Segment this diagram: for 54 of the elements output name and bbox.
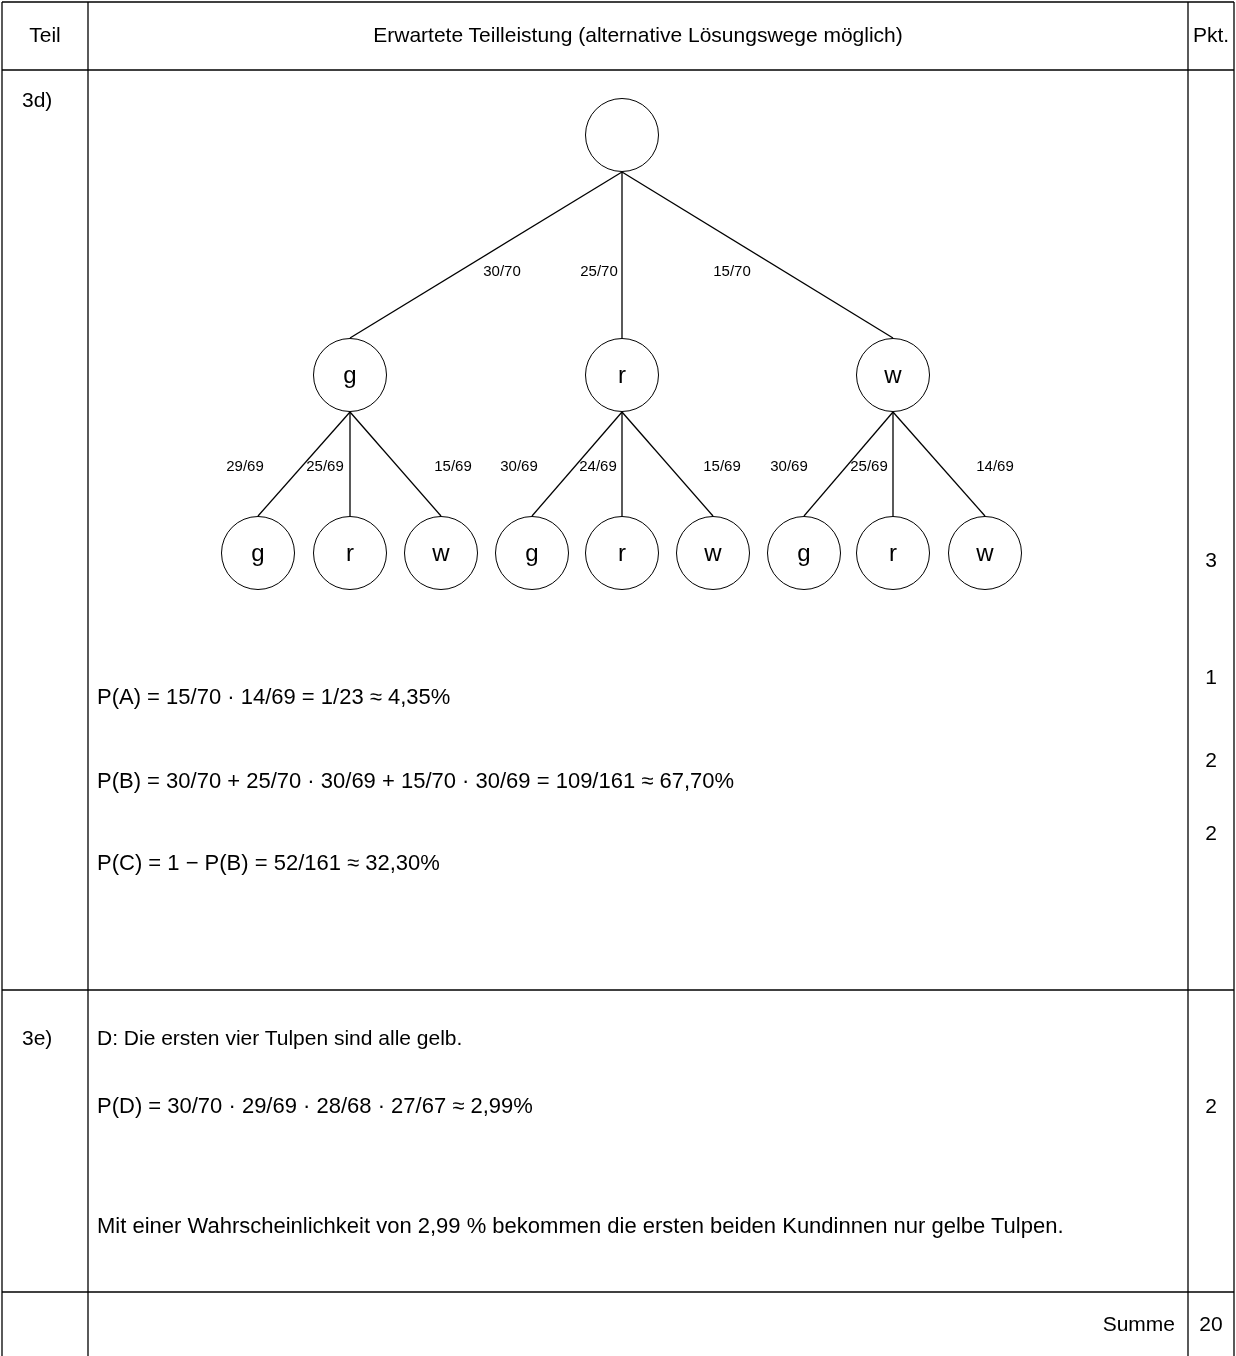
column-header: Pkt.	[1192, 22, 1230, 48]
tree-node-circle: r	[313, 516, 387, 590]
tree-node-circle: g	[313, 338, 387, 412]
tree-branch-line	[892, 411, 894, 517]
tree-node-circle: g	[495, 516, 569, 590]
sum-label: Summe	[1102, 1311, 1175, 1337]
edge-label: 30/69	[500, 456, 538, 474]
points-value: 2	[1205, 747, 1217, 773]
formula: P(B) = 30/70 + 25/70 · 30/69 + 15/70 · 30/69 = 109/161 ≈ 67,70%	[97, 767, 735, 795]
tree-branch-line	[349, 411, 442, 517]
tree-branch-line	[621, 171, 623, 339]
edge-label: 30/70	[483, 261, 521, 279]
tree-branch-line	[803, 411, 894, 517]
tree-node-circle: w	[856, 338, 930, 412]
tree-node-circle: w	[404, 516, 478, 590]
task-number: 3e)	[22, 1025, 53, 1051]
answer-sentence: Mit einer Wahrscheinlichkeit von 2,99 % bekommen die ersten beiden Kundinnen nur gelbe Tulpen.	[97, 1212, 1065, 1240]
edge-label: 25/69	[850, 456, 888, 474]
tree-branch-line	[621, 171, 894, 339]
edge-label: 24/69	[579, 456, 617, 474]
tree-node-circle: r	[585, 516, 659, 590]
tree-branch-line	[257, 411, 351, 517]
tree-branch-line	[349, 411, 351, 517]
edge-label: 15/69	[703, 456, 741, 474]
edge-label: 25/69	[306, 456, 344, 474]
tree-node-circle: w	[948, 516, 1022, 590]
tree-branch-line	[621, 411, 623, 517]
formula: P(C) = 1 − P(B) = 52/161 ≈ 32,30%	[97, 849, 440, 877]
edge-label: 29/69	[226, 456, 264, 474]
tree-branch-line	[621, 411, 714, 517]
edge-label: 30/69	[770, 456, 808, 474]
edge-label: 14/69	[976, 456, 1014, 474]
edge-label: 15/69	[434, 456, 472, 474]
points-value: 20	[1199, 1311, 1223, 1337]
points-value: 2	[1205, 820, 1217, 846]
tree-branch-line	[892, 411, 986, 517]
tree-node-circle: g	[221, 516, 295, 590]
formula: P(A) = 15/70 · 14/69 = 1/23 ≈ 4,35%	[97, 683, 451, 711]
edge-label: 25/70	[580, 261, 618, 279]
task-number: 3d)	[22, 87, 53, 113]
tree-node-circle: w	[676, 516, 750, 590]
column-header: Teil	[29, 22, 61, 48]
event-definition: D: Die ersten vier Tulpen sind alle gelb.	[97, 1025, 463, 1051]
tree-node-circle: r	[856, 516, 930, 590]
tree-branch-line	[349, 171, 623, 339]
tree-node-circle: r	[585, 338, 659, 412]
edge-label: 15/70	[713, 261, 751, 279]
points-value: 3	[1205, 547, 1217, 573]
points-value: 2	[1205, 1093, 1217, 1119]
tree-branch-line	[531, 411, 623, 517]
points-value: 1	[1205, 664, 1217, 690]
tree-node-circle: g	[767, 516, 841, 590]
formula: P(D) = 30/70 · 29/69 · 28/68 · 27/67 ≈ 2,99%	[97, 1092, 533, 1120]
column-header: Erwartete Teilleistung (alternative Lösungswege möglich)	[373, 22, 903, 48]
